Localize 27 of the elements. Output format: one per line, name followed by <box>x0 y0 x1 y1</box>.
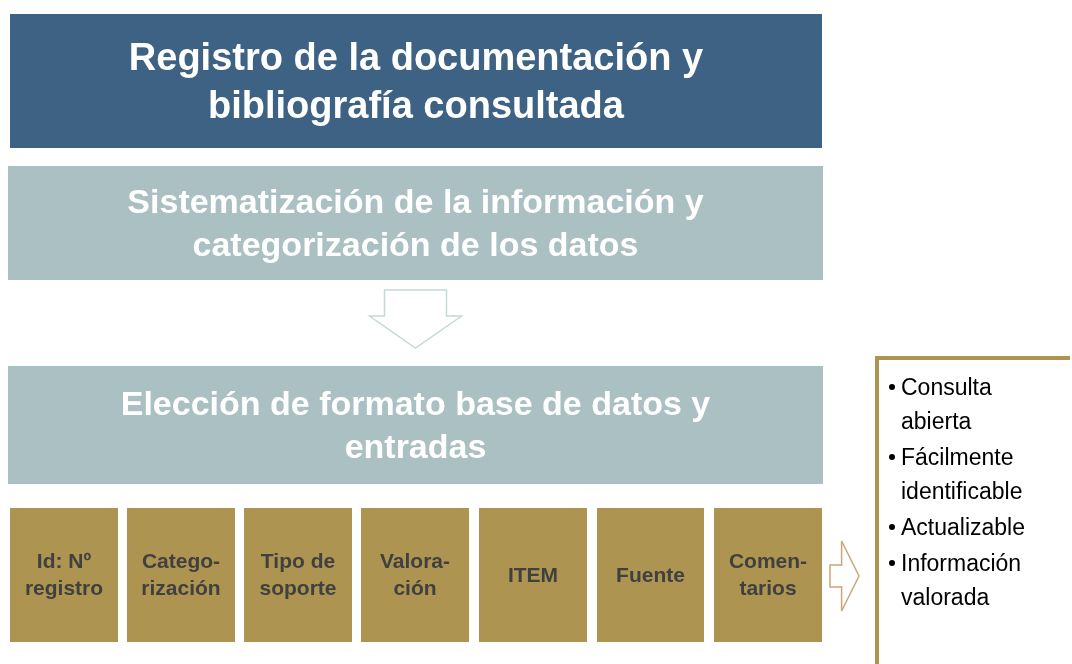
field-box <box>479 508 587 642</box>
list-item-text: Actualizable <box>901 513 1026 542</box>
step-text: Sistematización de la información y categorización de los datos <box>126 180 705 265</box>
field-box <box>597 508 704 642</box>
list-item-text: Fácilmente identificable <box>901 443 1024 506</box>
field-box <box>10 508 118 642</box>
field-label: ITEM <box>507 561 559 588</box>
hollow-arrow <box>367 289 464 349</box>
step-band <box>8 166 823 280</box>
field-label: Tipo de soporte <box>258 548 338 601</box>
list-item-text: Información valorada <box>901 549 1023 612</box>
title-banner <box>10 14 822 148</box>
field-label: Id: Nº registro <box>23 548 105 601</box>
field-box <box>361 508 469 642</box>
step-text: Elección de formato base de datos y entradas <box>119 382 712 467</box>
list-item-text: Consulta abierta <box>901 373 993 436</box>
step-band <box>8 366 823 484</box>
field-label: Fuente <box>616 561 685 588</box>
field-label: Comen- tarios <box>727 548 809 601</box>
bullet-list-box <box>875 356 1070 664</box>
field-box <box>127 508 235 642</box>
field-label: Catego- rización <box>140 548 222 601</box>
step-text: Registro de la documentación y bibliografía consultada <box>127 34 705 128</box>
hollow-arrow <box>829 540 860 612</box>
field-label: Valora- ción <box>378 548 451 601</box>
field-box <box>714 508 822 642</box>
field-box <box>244 508 352 642</box>
